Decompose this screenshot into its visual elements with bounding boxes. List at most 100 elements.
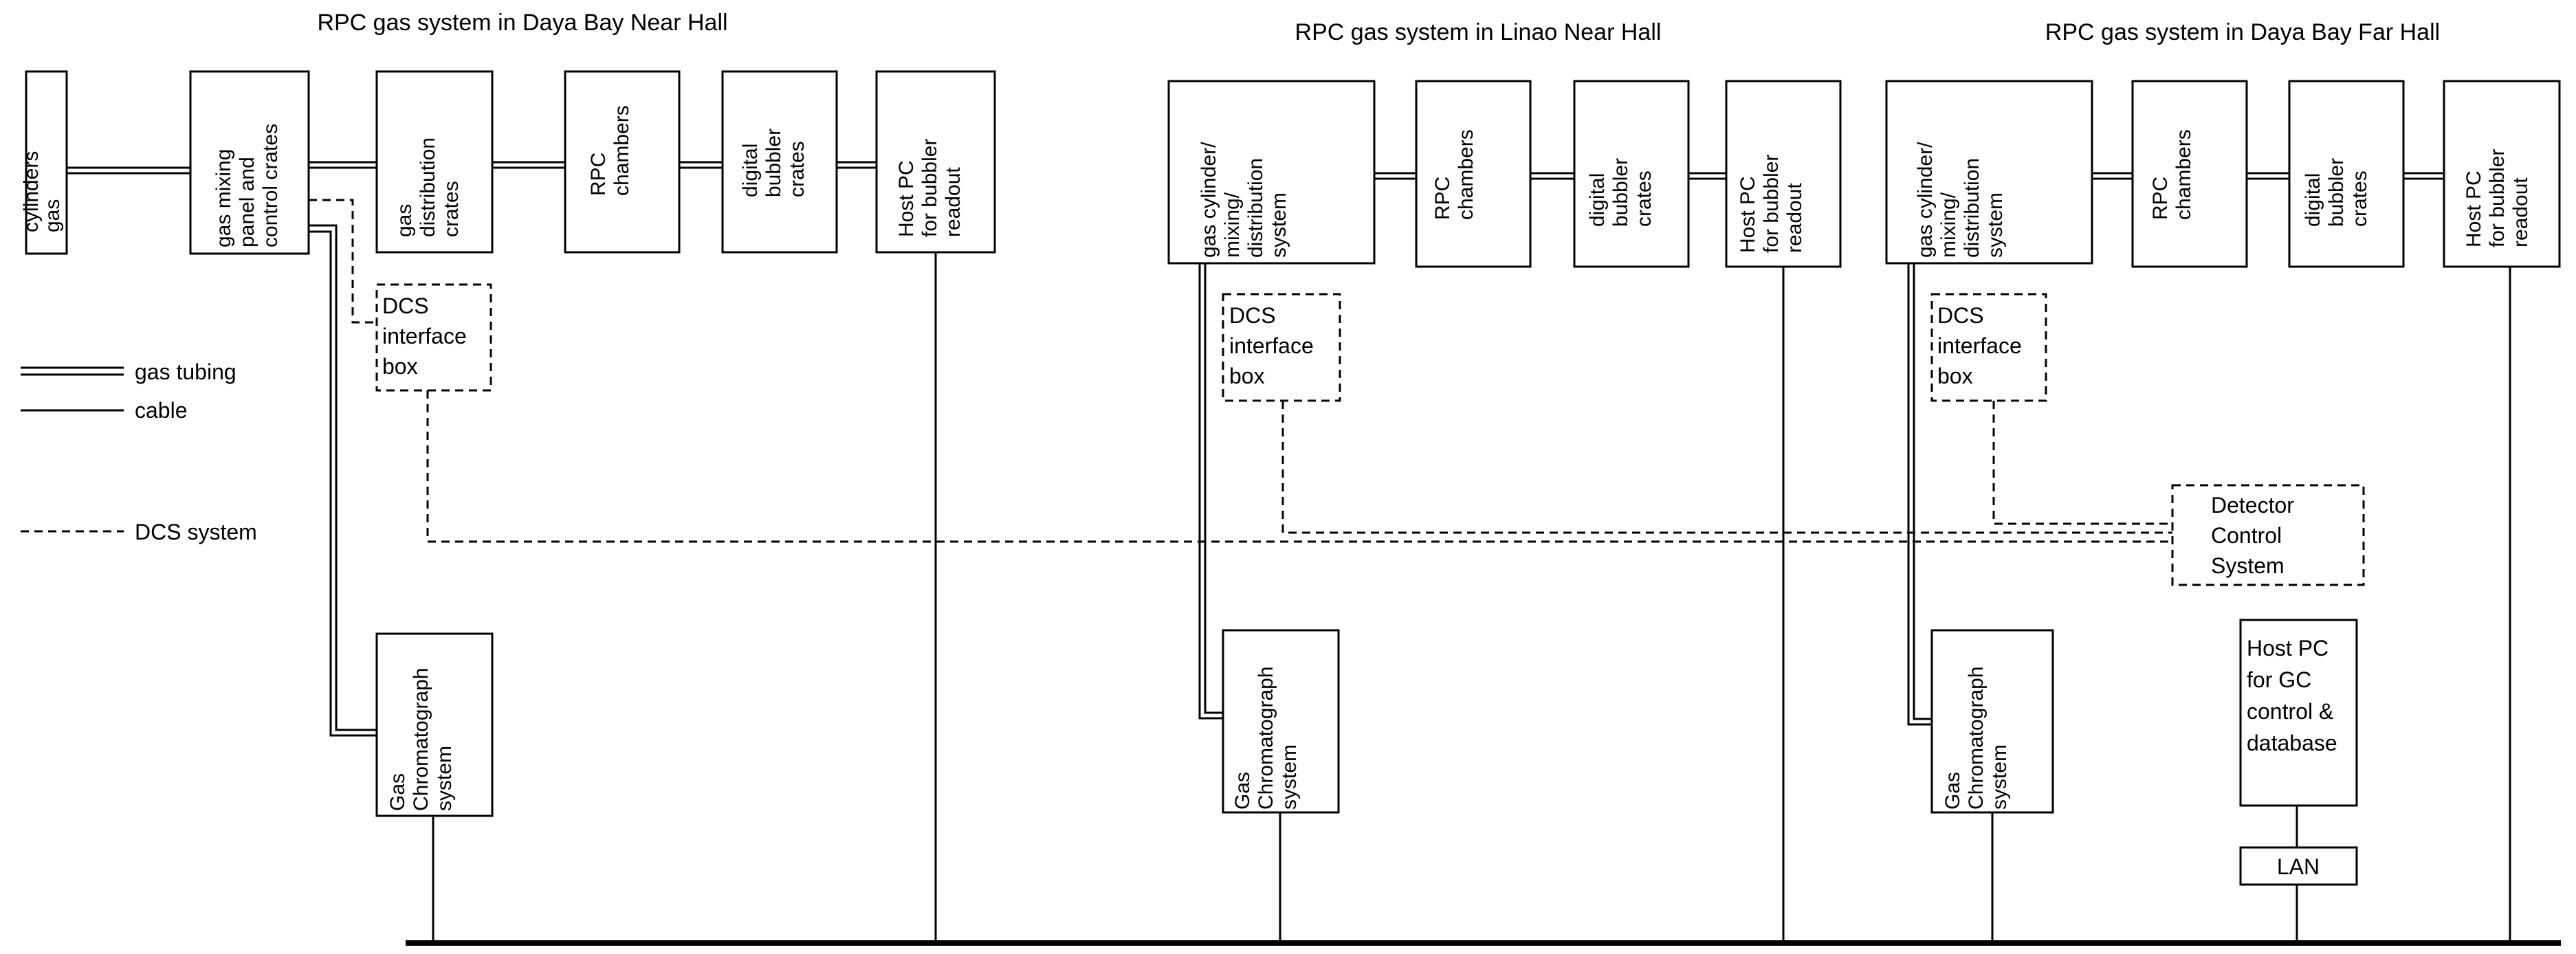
box-gas-mixing-line-2: panel and	[236, 157, 258, 247]
far-bubbler-line-1: digital	[2302, 173, 2324, 227]
far-hostpc-line-2: for bubbler	[2486, 149, 2509, 247]
box-bubbler-line-2: bubbler	[762, 129, 785, 197]
linao-system-line-1: gas cylinder/	[1198, 142, 1220, 258]
far-system-line-1: gas cylinder/	[1914, 142, 1937, 258]
svg-text:Host PC for GC con: Host PC for GC control & database	[2247, 636, 2340, 755]
box-dcs-interface-linao: DCS interface box	[1222, 293, 1341, 402]
linao-bubbler-line-3: crates	[1633, 170, 1655, 227]
title-daya-bay-near-hall: RPC gas system in Daya Bay Near Hall	[317, 10, 727, 36]
box-gas-chromatograph-far: Gas Chromatograph system	[1930, 629, 2054, 814]
linao-rpc-line-2: chambers	[1455, 129, 1477, 220]
svg-text:Host PC for bubbler: Host PC for bubbler readout	[1737, 148, 1806, 253]
linao-system-line-4: system	[1268, 192, 1290, 258]
far-rpc-line-2: chambers	[2172, 129, 2195, 220]
box-gas-distribution-crates: gas distribution crates	[375, 70, 494, 254]
detector-control-line-2: Control	[2211, 523, 2282, 548]
box-host-pc-bubbler-linao: Host PC for bubbler readout	[1725, 80, 1842, 268]
gc-host-line-2: for GC	[2247, 667, 2311, 692]
legend-dcs-label: DCS system	[135, 520, 257, 544]
far-rpc-line-1: RPC	[2149, 177, 2172, 220]
far-dcs-line-1: DCS	[1937, 303, 1984, 328]
box-distribution-line-2: distribution	[417, 137, 439, 237]
far-hostpc-line-1: Host PC	[2463, 170, 2485, 247]
box-digital-bubbler-far: digital bubbler crates	[2288, 80, 2405, 268]
dcs-box-line-3: box	[382, 354, 418, 379]
linao-system-line-3: distribution	[1244, 158, 1267, 258]
box-hostpc-line-3: readout	[942, 167, 965, 237]
svg-text:Gas Chromatograph: Gas Chromatograph system	[1941, 661, 2011, 810]
box-rpc-line-2: chambers	[610, 105, 633, 196]
detector-control-line-3: System	[2211, 553, 2285, 578]
svg-text:gas mixing panel and: gas mixing panel and control crates	[212, 124, 282, 247]
gc-host-line-1: Host PC	[2247, 636, 2329, 661]
box-gas-mixing-line-3: control crates	[259, 124, 282, 247]
box-gas-system-linao: gas cylinder/ mixing/ distribution syste…	[1167, 80, 1376, 265]
title-linao-near-hall: RPC gas system in Linao Near Hall	[1295, 19, 1662, 45]
svg-text:digital bubbler cr: digital bubbler crates	[739, 123, 808, 197]
svg-text:Detector Control S: Detector Control System	[2211, 493, 2300, 578]
linao-dcs-line-1: DCS	[1229, 303, 1276, 328]
box-gas-mixing-panel: gas mixing panel and control crates	[189, 70, 310, 255]
box-host-pc-bubbler-far: Host PC for bubbler readout	[2443, 80, 2561, 268]
dcs-box-line-1: DCS	[382, 293, 429, 318]
linao-hostpc-line-3: readout	[1783, 183, 1806, 253]
svg-text:DCS interface box: DCS interface box	[382, 293, 473, 379]
box-digital-bubbler-daya-near: digital bubbler crates	[721, 70, 838, 254]
linao-bubbler-line-2: bubbler	[1609, 158, 1632, 227]
linao-hostpc-line-2: for bubbler	[1760, 155, 1783, 253]
box-bubbler-line-3: crates	[786, 141, 808, 197]
daya-far-connections	[1907, 172, 2511, 943]
far-system-line-3: distribution	[1961, 158, 1983, 258]
linao-system-line-2: mixing/	[1221, 192, 1244, 258]
box-dcs-interface-far: DCS interface box	[1930, 293, 2047, 402]
far-hostpc-line-3: readout	[2509, 177, 2532, 247]
svg-text:gas cylinders: gas cylinders	[20, 151, 64, 232]
box-hostpc-line-1: Host PC	[895, 160, 918, 237]
svg-text:RPC chambers: RPC chambers	[2149, 129, 2195, 220]
svg-text:digital bubbler cr: digital bubbler crates	[1586, 153, 1655, 227]
svg-text:Host PC for bubbler: Host PC for bubbler readout	[895, 133, 965, 237]
linao-dcs-line-2: interface	[1229, 333, 1314, 358]
svg-text:DCS interface box: DCS interface box	[1229, 303, 1320, 388]
box-rpc-chambers-linao: RPC chambers	[1415, 80, 1532, 268]
gc-host-line-4: database	[2247, 731, 2337, 755]
gc-host-line-3: control &	[2247, 699, 2333, 724]
far-gc-line-2: Chromatograph	[1965, 667, 1988, 810]
box-gas-cylinders-line-1: gas	[41, 199, 64, 232]
box-gas-chromatograph-linao: Gas Chromatograph system	[1222, 629, 1340, 814]
box-rpc-chambers-daya-near: RPC chambers	[564, 70, 681, 254]
legend: gas tubing cable DCS system	[21, 359, 257, 544]
gc-line-2: Chromatograph	[410, 668, 432, 811]
linao-gc-line-1: Gas	[1231, 772, 1254, 810]
linao-hostpc-line-1: Host PC	[1737, 176, 1759, 253]
dcs-box-line-2: interface	[382, 324, 467, 348]
linao-gc-line-3: system	[1278, 744, 1301, 810]
far-gc-line-1: Gas	[1941, 772, 1964, 810]
gc-line-1: Gas	[386, 773, 409, 811]
box-gas-system-far: gas cylinder/ mixing/ distribution syste…	[1885, 80, 2093, 265]
svg-text:Gas Chromatograph: Gas Chromatograph system	[386, 662, 456, 811]
box-gas-chromatograph-daya-near: Gas Chromatograph system	[375, 632, 494, 817]
linao-near-connections	[1198, 172, 2172, 943]
linao-rpc-line-1: RPC	[1431, 177, 1454, 220]
svg-text:RPC chambers: RPC chambers	[587, 105, 633, 196]
gc-line-3: system	[433, 746, 456, 811]
far-dcs-line-2: interface	[1937, 333, 2022, 358]
far-bubbler-line-2: bubbler	[2325, 158, 2348, 227]
box-host-pc-gc-control: Host PC for GC control & database	[2239, 619, 2358, 807]
linao-bubbler-line-1: digital	[1586, 173, 1609, 227]
svg-text:Host PC for bubbler: Host PC for bubbler readout	[2463, 143, 2532, 247]
far-gc-line-3: system	[1988, 744, 2011, 810]
far-dcs-line-3: box	[1937, 364, 1973, 388]
box-hostpc-line-2: for bubbler	[918, 139, 941, 237]
far-bubbler-line-3: crates	[2348, 170, 2371, 227]
box-rpc-chambers-far: RPC chambers	[2131, 80, 2248, 268]
svg-text:gas cylinder/ mixing/: gas cylinder/ mixing/ distribution syste…	[1198, 136, 1290, 258]
detector-control-line-1: Detector	[2211, 493, 2294, 518]
box-distribution-line-1: gas	[393, 204, 416, 237]
legend-gas-tubing-line	[21, 366, 124, 376]
linao-gc-line-2: Chromatograph	[1255, 667, 1277, 810]
far-system-line-4: system	[1984, 192, 2007, 258]
svg-text:RPC chambers: RPC chambers	[1431, 129, 1477, 220]
